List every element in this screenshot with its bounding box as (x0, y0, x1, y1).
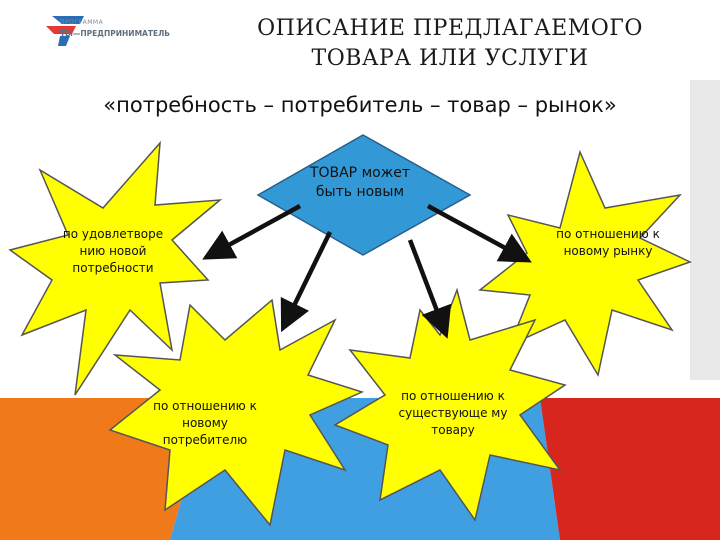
starburst-bottom-right (333, 287, 567, 522)
slide-title: ОПИСАНИЕ ПРЕДЛАГАЕМОГО ТОВАРА ИЛИ УСЛУГИ (257, 16, 643, 71)
program-logo (40, 10, 215, 50)
branch-bottom-left-label: по отношению к новому потребителю (153, 399, 257, 447)
starburst-bottom-left (108, 298, 365, 527)
branch-left-label: по удовлетворе нию новой потребности (62, 227, 164, 275)
arrow-to-right (426, 204, 532, 263)
logo-program-label: ПРОГРАММА (60, 19, 104, 26)
center-diamond (256, 134, 472, 256)
branch-right-label: по отношению к новому рынку (556, 227, 660, 258)
arrow-to-left (202, 204, 302, 260)
arrow-to-bottom-right (407, 239, 452, 339)
bg-red-band (540, 398, 720, 540)
arrow-to-bottom-left (280, 231, 333, 333)
bg-right-stripe (690, 80, 720, 380)
center-node-label: ТОВАР может быть новым (309, 165, 411, 200)
logo-mark-icon (46, 16, 84, 46)
branch-bottom-right-label: по отношению к существующе му товару (398, 389, 508, 437)
logo-program-name: ТЫ—ПРЕДПРИНИМАТЕЛЬ (60, 29, 171, 38)
starburst-left (8, 140, 223, 396)
slide-subtitle: «потребность – потребитель – товар – рын… (103, 93, 617, 117)
